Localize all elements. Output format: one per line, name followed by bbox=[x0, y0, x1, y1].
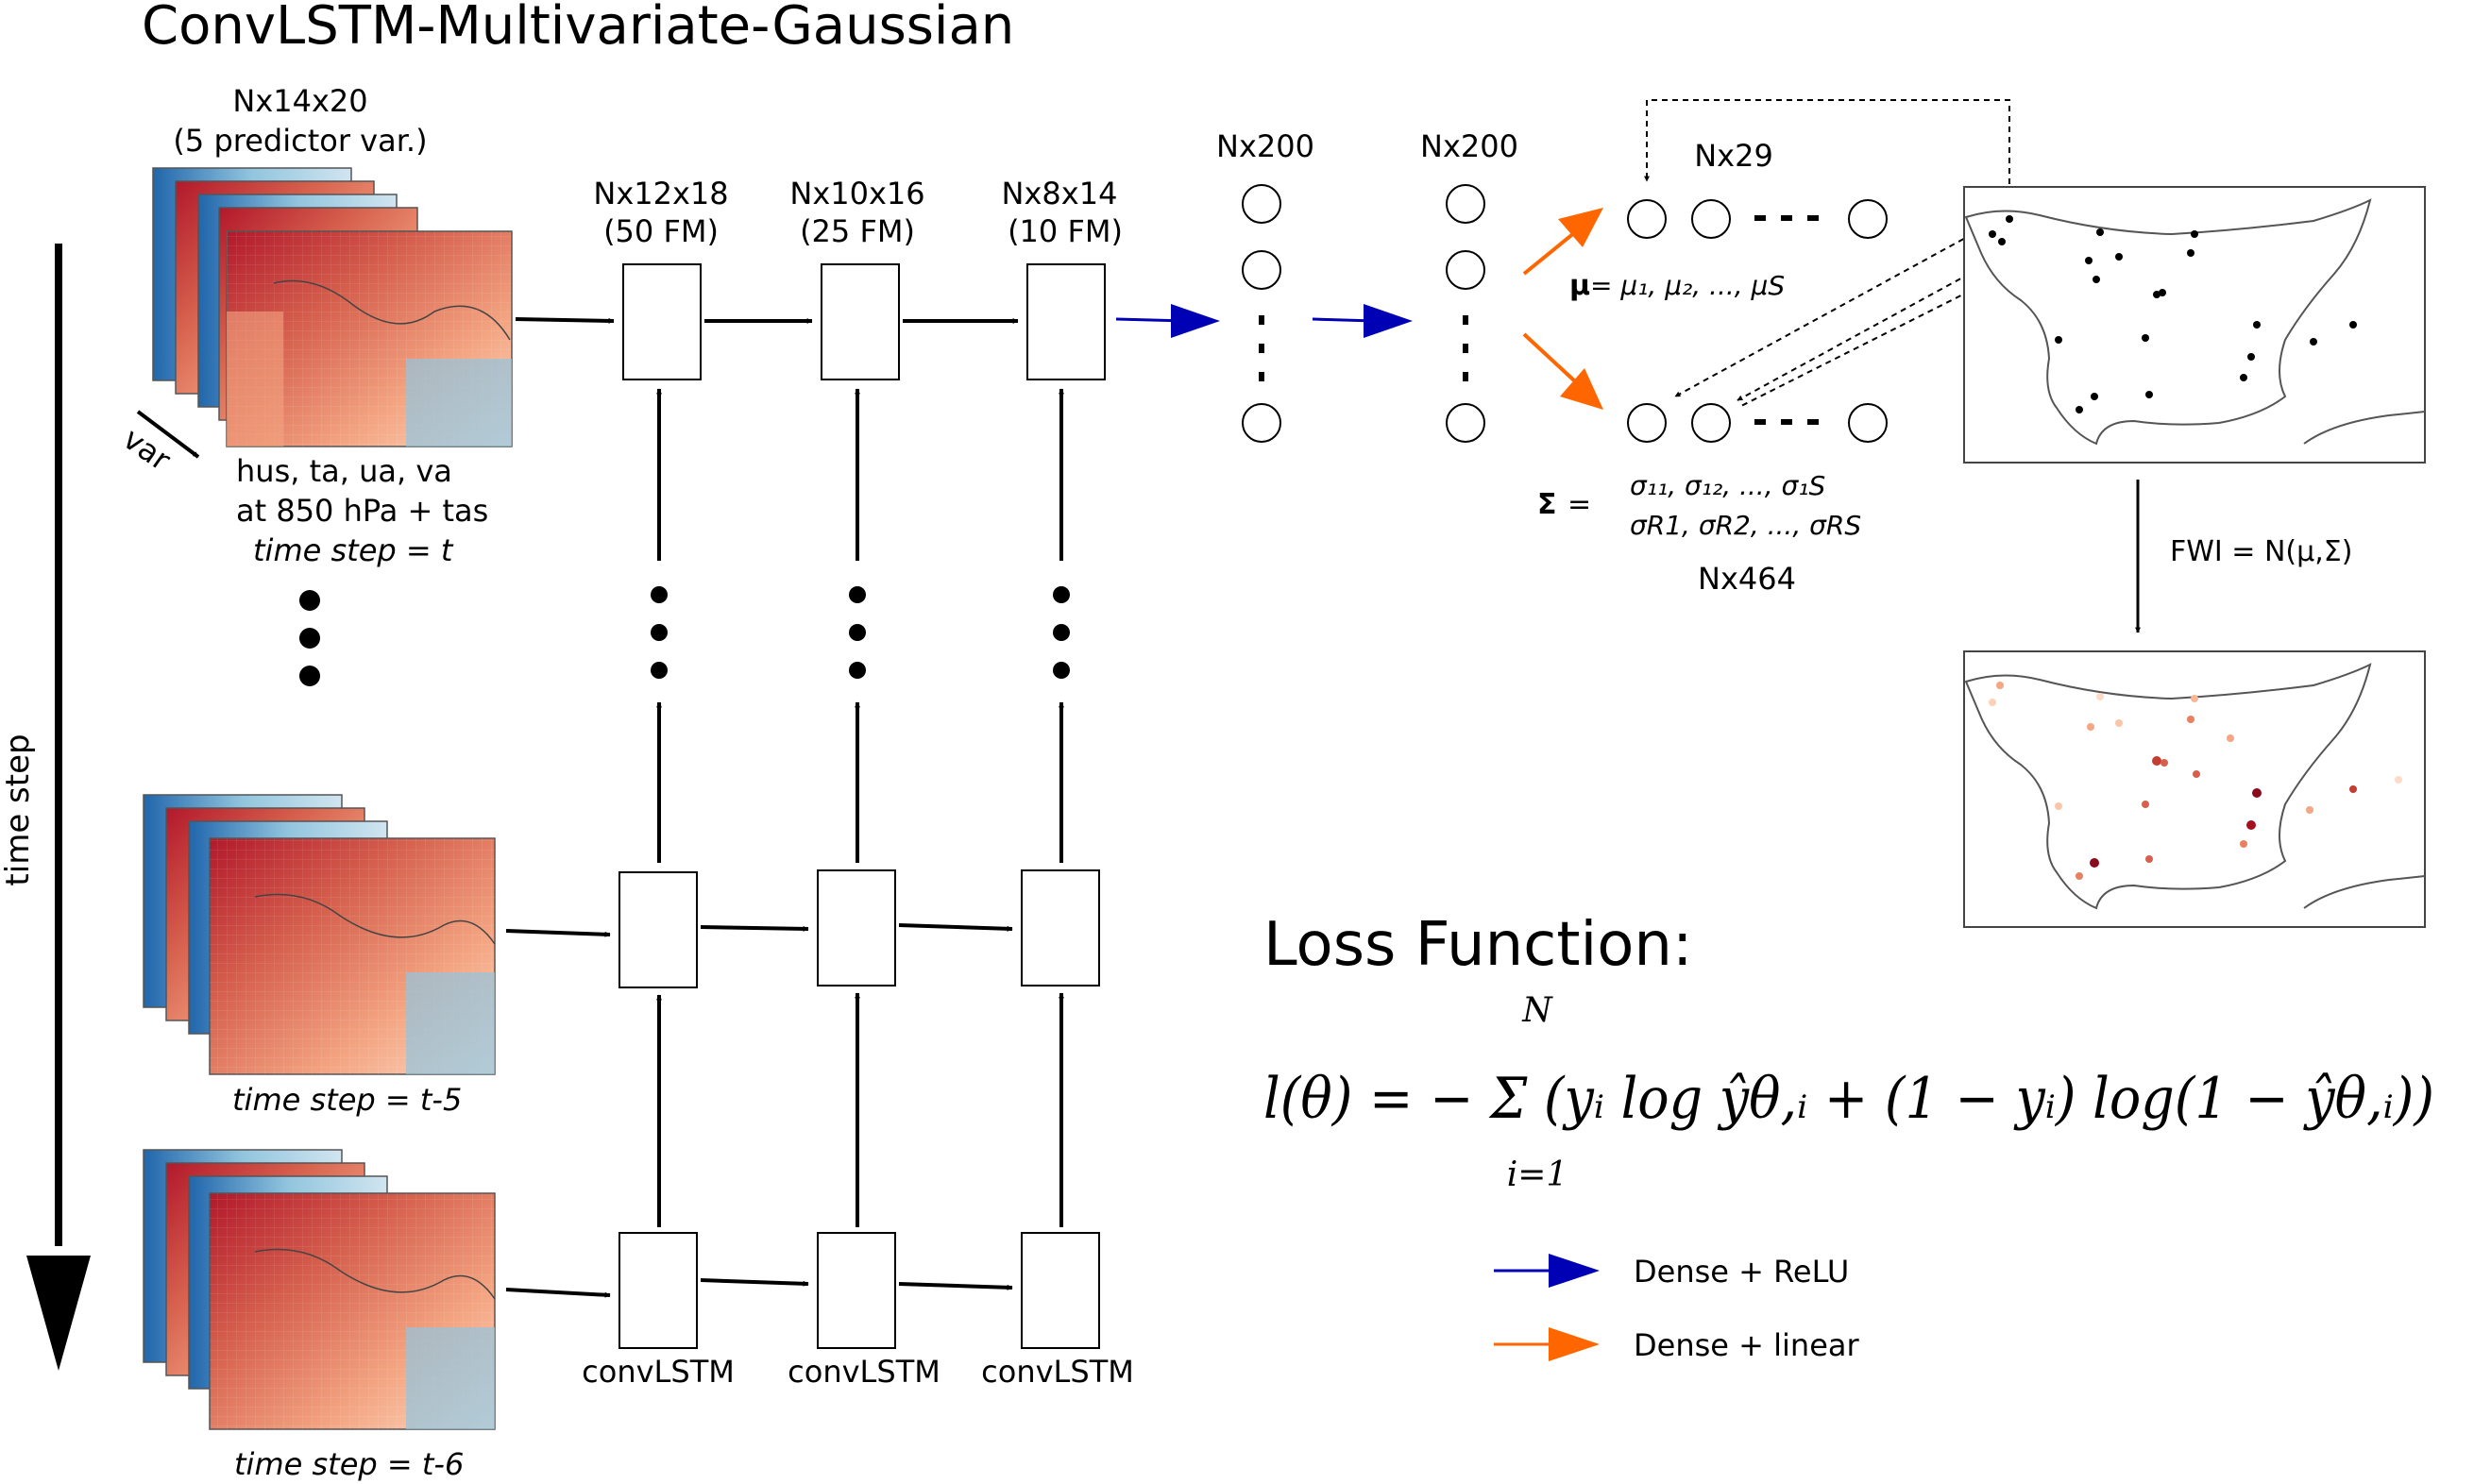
input-level: at 850 hPa + tas bbox=[236, 493, 488, 529]
conv-cell-t5-1 bbox=[618, 871, 698, 988]
loss-heading: Loss Function: bbox=[1263, 910, 1693, 980]
dense1-dims: Nx200 bbox=[1216, 128, 1314, 164]
conv-cell-t6-3 bbox=[1021, 1232, 1100, 1349]
mu-symbol: μ bbox=[1569, 269, 1590, 302]
input-dims-note: (5 predictor var.) bbox=[173, 123, 427, 159]
mu-formula: = μ₁, μ₂, ..., μS bbox=[1590, 270, 1785, 301]
input-maps-t6 bbox=[143, 1149, 496, 1430]
convlstm-label-1: convLSTM bbox=[582, 1354, 735, 1390]
dense1-nodes bbox=[1242, 184, 1281, 443]
loss-sum-top: N bbox=[1521, 991, 1553, 1030]
var-arrow bbox=[136, 410, 200, 459]
vertical-arrows bbox=[656, 388, 1064, 1227]
dense-relu-arrows bbox=[1115, 304, 1413, 338]
legend-label-dense-linear: Dense + linear bbox=[1634, 1327, 1859, 1363]
time-axis-label: time step bbox=[0, 734, 37, 885]
dense2-ellipsis bbox=[1463, 315, 1468, 381]
fwi-label: FWI = N(μ,Σ) bbox=[2170, 535, 2352, 568]
dense2-dims: Nx200 bbox=[1420, 128, 1518, 164]
legend-item-dense-relu: Dense + ReLU bbox=[1494, 1254, 1849, 1290]
input-variables: hus, ta, ua, va bbox=[236, 453, 452, 489]
fwi-map-bottom bbox=[1963, 650, 2426, 928]
layer2-fm: (25 FM) bbox=[800, 213, 915, 249]
conv-cell-t-2 bbox=[821, 263, 900, 380]
sigma-dims: Nx464 bbox=[1698, 561, 1796, 597]
loss-formula: l(θ) = − Σ (yᵢ log ŷθ,ᵢ + (1 − yᵢ) log(1… bbox=[1263, 1066, 2434, 1132]
dense1-ellipsis bbox=[1259, 315, 1264, 381]
layer1-fm: (50 FM) bbox=[603, 213, 719, 249]
layer-ellipses bbox=[651, 586, 1070, 679]
layer1-dims: Nx12x18 bbox=[593, 176, 728, 211]
sigma-eq: = bbox=[1567, 488, 1591, 521]
var-label: var bbox=[116, 420, 178, 478]
mu-dims: Nx29 bbox=[1694, 138, 1773, 174]
mu-nodes bbox=[1627, 199, 1888, 239]
mu-ellipsis bbox=[1754, 215, 1819, 221]
conv-cell-t-1 bbox=[622, 263, 702, 380]
station-map-top bbox=[1963, 186, 2426, 464]
sigma-row2: σR1, σR2, ..., σRS bbox=[1630, 510, 1861, 541]
legend: Dense + ReLU Dense + linear bbox=[1494, 1254, 1859, 1363]
input-ellipsis bbox=[299, 590, 320, 686]
time-step-t6-label: time step = t-6 bbox=[234, 1446, 464, 1482]
conv-cell-t6-1 bbox=[618, 1232, 698, 1349]
sigma-nodes bbox=[1627, 403, 1888, 443]
legend-item-dense-linear: Dense + linear bbox=[1494, 1327, 1859, 1363]
layer3-dims: Nx8x14 bbox=[1002, 176, 1118, 211]
conv-cell-t-3 bbox=[1026, 263, 1106, 380]
conv-cell-t6-2 bbox=[817, 1232, 896, 1349]
legend-label-dense-relu: Dense + ReLU bbox=[1634, 1254, 1849, 1290]
conv-cell-t5-2 bbox=[817, 869, 896, 987]
input-maps-t5 bbox=[143, 794, 496, 1075]
time-step-t-label: time step = t bbox=[253, 532, 454, 568]
sigma-ellipsis bbox=[1754, 419, 1819, 425]
time-step-t5-label: time step = t-5 bbox=[232, 1082, 462, 1118]
input-dims: Nx14x20 bbox=[232, 83, 367, 119]
input-maps-t bbox=[152, 167, 513, 447]
layer2-dims: Nx10x16 bbox=[789, 176, 924, 211]
time-axis-arrowhead bbox=[26, 1256, 91, 1371]
horizontal-arrows bbox=[505, 317, 1019, 1298]
sigma-row1: σ₁₁, σ₁₂, ..., σ₁S bbox=[1630, 470, 1825, 501]
dense2-nodes bbox=[1446, 184, 1485, 443]
loss-sum-bottom: i=1 bbox=[1507, 1155, 1568, 1194]
dense-linear-arrows bbox=[1522, 208, 1603, 410]
convlstm-label-2: convLSTM bbox=[788, 1354, 940, 1390]
time-axis: time step bbox=[0, 244, 91, 1371]
diagram-title: ConvLSTM-Multivariate-Gaussian bbox=[142, 0, 1014, 57]
convlstm-label-3: convLSTM bbox=[981, 1354, 1134, 1390]
layer3-fm: (10 FM) bbox=[1008, 213, 1123, 249]
sigma-symbol: Σ bbox=[1537, 488, 1557, 521]
conv-cell-t5-3 bbox=[1021, 869, 1100, 987]
